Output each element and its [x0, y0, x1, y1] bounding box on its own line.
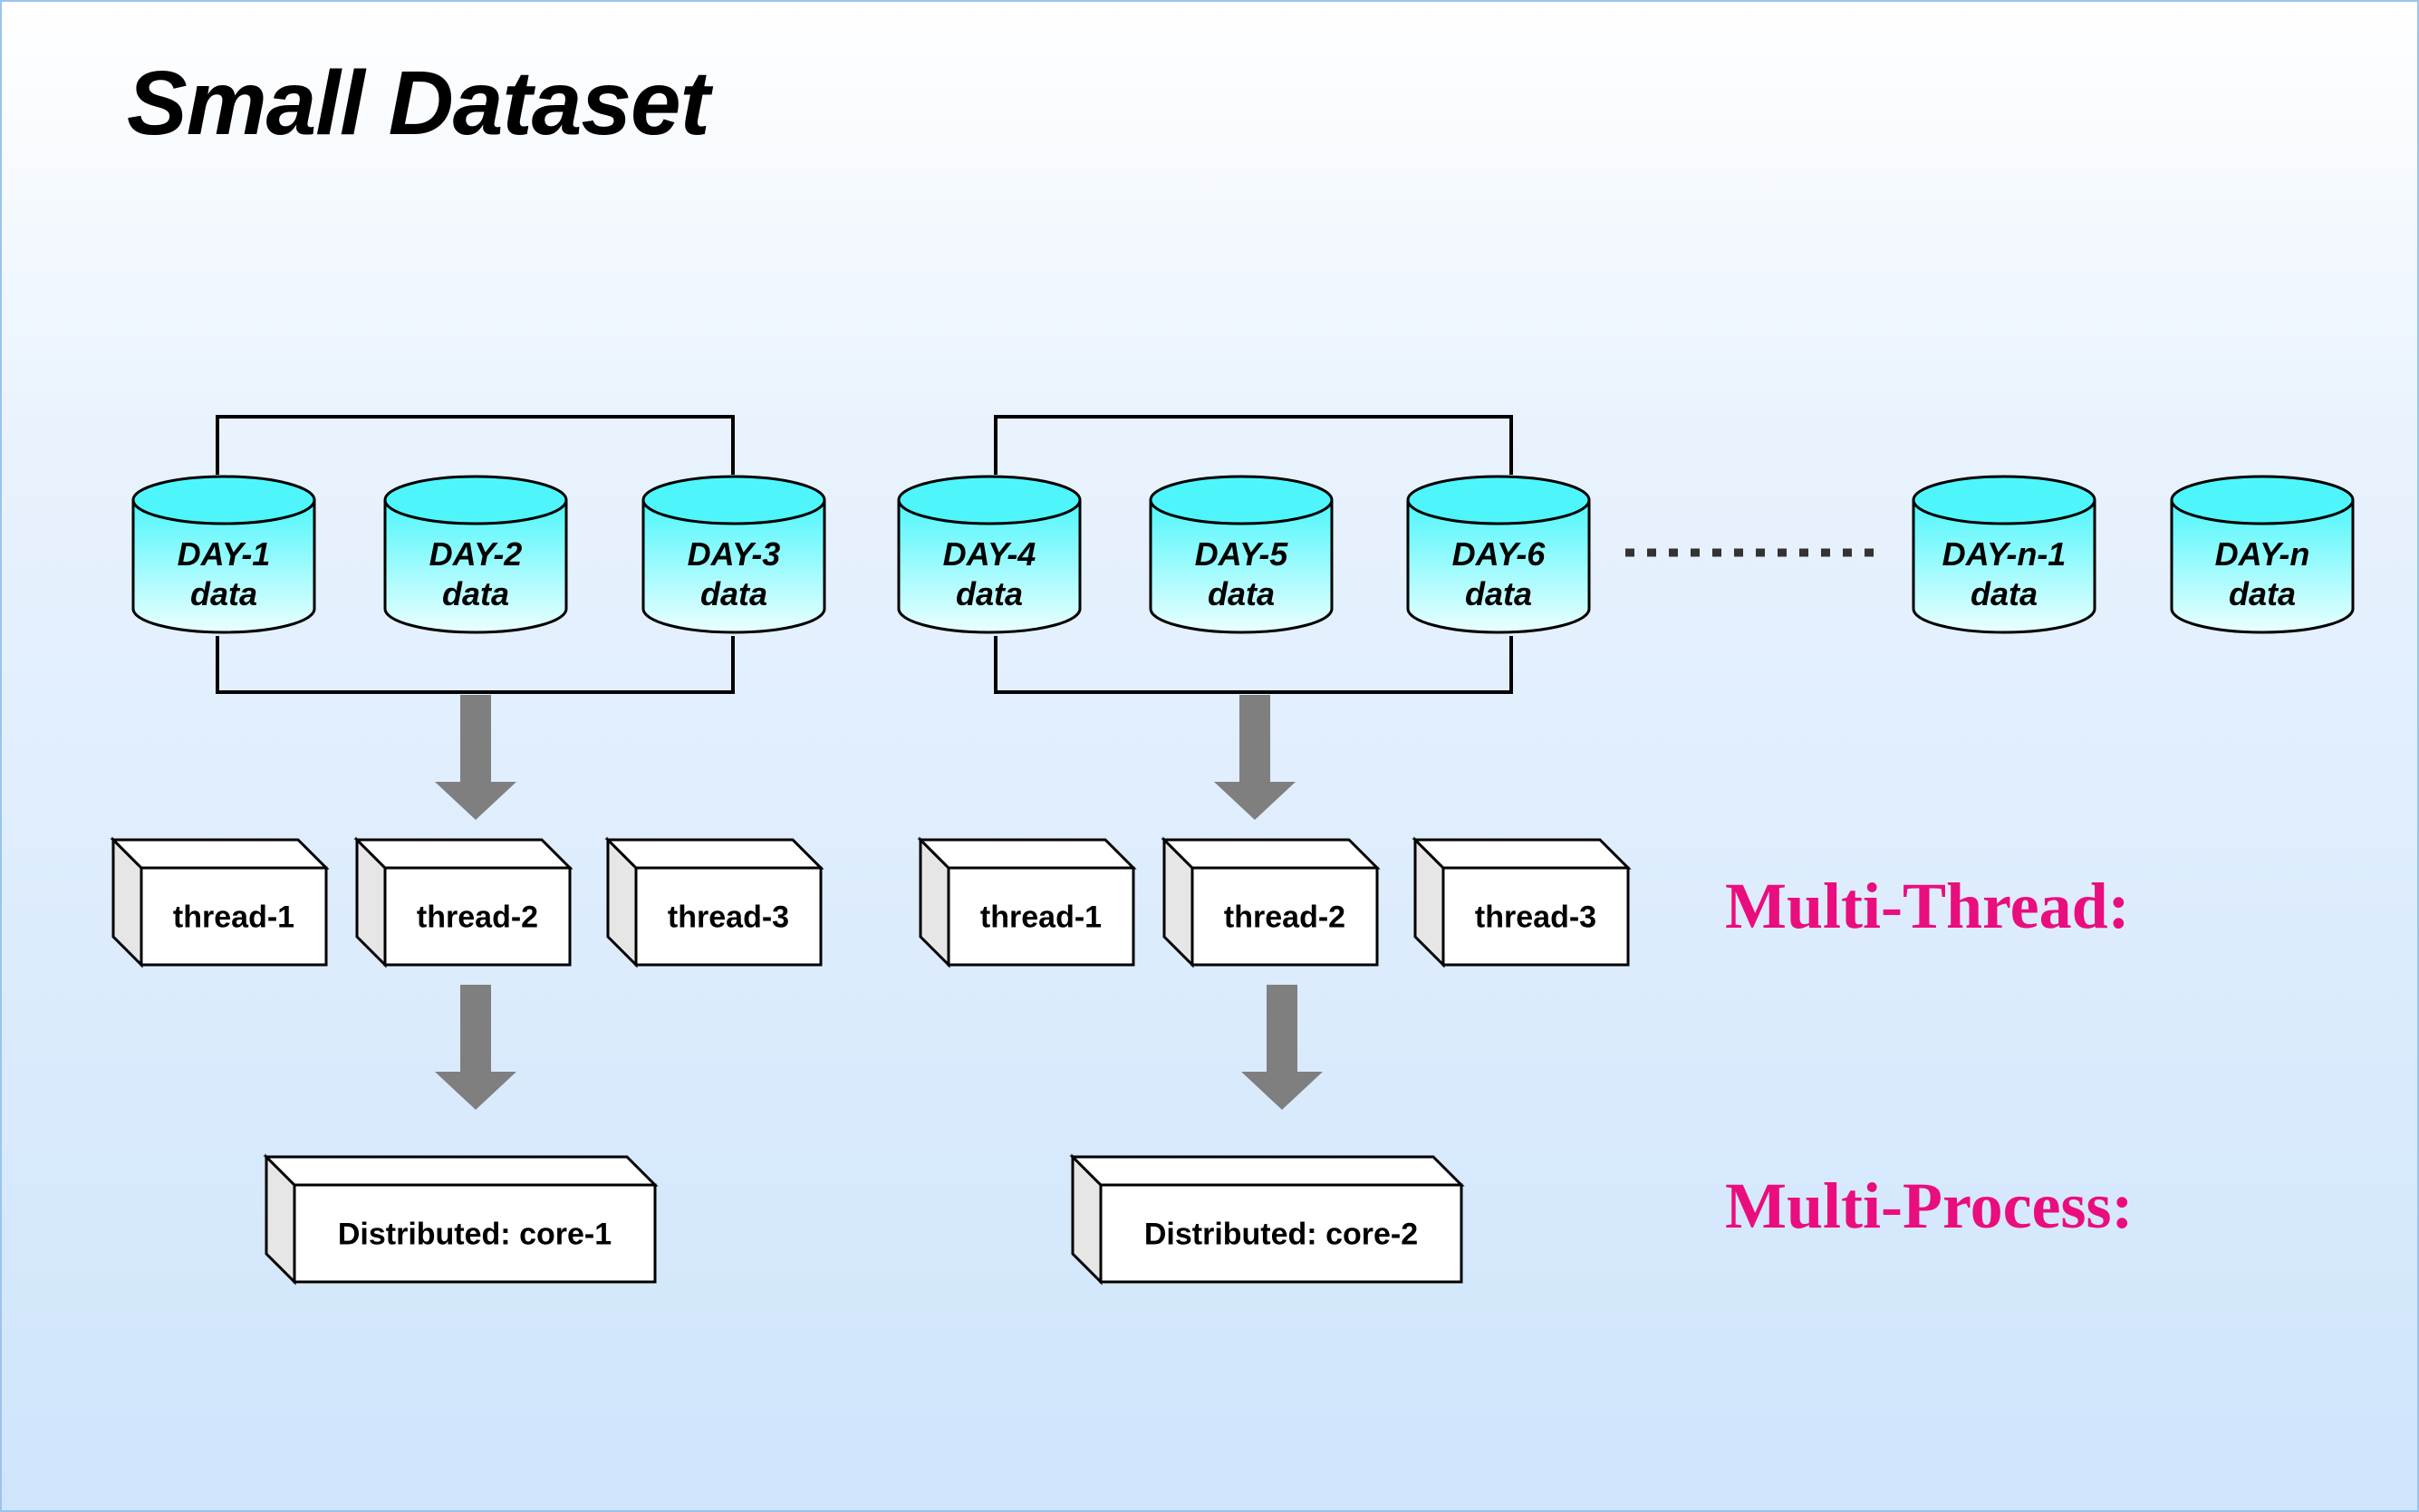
flow-arrow	[435, 695, 516, 820]
dataset-day-label: DAY-6	[1452, 535, 1547, 573]
thread-box: thread-3	[1412, 836, 1632, 968]
cylinder-top	[131, 475, 316, 525]
box-top-face	[917, 838, 1137, 870]
dataset-data-label: data	[1465, 575, 1532, 612]
box-label: thread-1	[173, 900, 294, 935]
box-top-face	[353, 838, 573, 870]
box-top-face	[110, 838, 330, 870]
cylinder-body	[1406, 500, 1591, 634]
dataset-day-label: DAY-3	[688, 535, 781, 573]
cylinder-top	[1912, 475, 2096, 525]
group-1-top-bracket	[216, 415, 735, 475]
cylinder-top	[2170, 475, 2355, 525]
cylinder-top	[383, 475, 568, 525]
box-top-face	[1161, 838, 1381, 870]
cylinder-top	[641, 475, 826, 525]
box-label: thread-3	[668, 900, 789, 935]
cylinder-body	[131, 500, 316, 634]
page-title: Small Dataset	[127, 53, 710, 154]
dataset-data-label: data	[1208, 575, 1275, 612]
box-label: Distributed: core-2	[1144, 1218, 1418, 1252]
dataset-day-label: DAY-1	[178, 535, 271, 573]
box-label: Distributed: core-1	[338, 1218, 612, 1252]
dataset-day-label: DAY-5	[1195, 535, 1289, 573]
multi-process-label: Multi-Process:	[1725, 1170, 2134, 1242]
box-label: thread-2	[417, 900, 538, 935]
box-front-face	[140, 866, 328, 967]
group-2-top-bracket	[994, 415, 1513, 475]
box-label: thread-2	[1224, 900, 1345, 935]
dataset-data-label: data	[956, 575, 1023, 612]
cylinder-body	[2170, 500, 2355, 634]
group-1-bottom-bracket	[216, 636, 735, 694]
group-2-bottom-bracket	[994, 636, 1513, 694]
box-front-face	[1190, 866, 1379, 967]
dataset-day-label: DAY-4	[943, 535, 1036, 573]
cylinder-body	[383, 500, 568, 634]
box-label: thread-1	[980, 900, 1102, 935]
dataset-data-label: data	[1971, 575, 2038, 612]
thread-box: thread-1	[110, 836, 330, 968]
box-label: thread-3	[1475, 900, 1596, 935]
box-top-face	[604, 838, 824, 870]
dataset-data-label: data	[700, 575, 767, 612]
cylinder-top	[897, 475, 1082, 525]
dataset-data-label: data	[190, 575, 257, 612]
box-front-face	[1441, 866, 1630, 967]
box-front-face	[947, 866, 1135, 967]
box-front-face	[383, 866, 572, 967]
multi-thread-label: Multi-Thread:	[1725, 870, 2130, 942]
process-box: Distributed: core-1	[263, 1153, 659, 1286]
cylinder-top	[1149, 475, 1334, 525]
dataset-data-label: data	[442, 575, 509, 612]
thread-box: thread-2	[1161, 836, 1381, 968]
box-top-face	[1069, 1155, 1465, 1187]
dataset-day-label: DAY-n-1	[1942, 535, 2067, 573]
box-top-face	[263, 1155, 659, 1187]
dataset-day-label: DAY-2	[429, 535, 523, 573]
box-top-face	[1412, 838, 1632, 870]
cylinder-body	[1912, 500, 2096, 634]
dataset-day-label: DAY-n	[2215, 535, 2310, 573]
box-front-face	[634, 866, 823, 967]
box-front-face	[1099, 1183, 1463, 1284]
box-front-face	[293, 1183, 657, 1284]
thread-box: thread-2	[353, 836, 573, 968]
thread-box: thread-1	[917, 836, 1137, 968]
flow-arrow	[1214, 695, 1296, 820]
dataset-data-label: data	[2229, 575, 2296, 612]
flow-arrow	[1241, 985, 1323, 1110]
thread-box: thread-3	[604, 836, 824, 968]
cylinder-body	[641, 500, 826, 634]
process-box: Distributed: core-2	[1069, 1153, 1465, 1286]
cylinder-body	[1149, 500, 1334, 634]
flow-arrow	[435, 985, 516, 1110]
cylinder-top	[1406, 475, 1591, 525]
cylinder-body	[897, 500, 1082, 634]
